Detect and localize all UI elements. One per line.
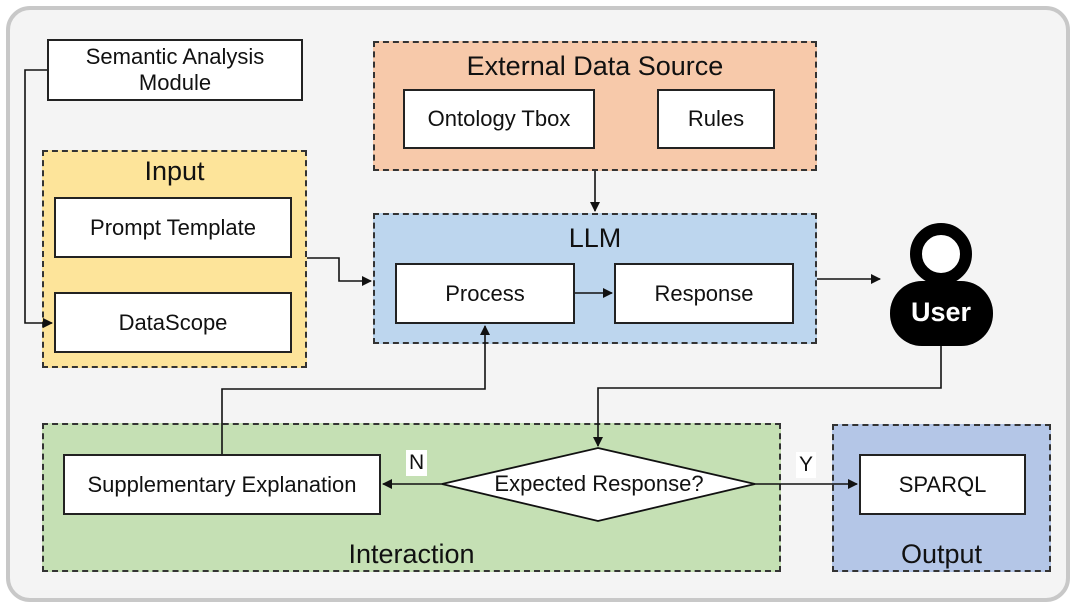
ontology-tbox-label: Ontology Tbox: [427, 106, 571, 131]
decision-diamond: [441, 447, 756, 522]
response-label: Response: [654, 280, 754, 306]
process-label: Process: [445, 280, 525, 306]
datascope-label: DataScope: [118, 309, 228, 335]
prompt-template-label: Prompt Template: [90, 214, 256, 240]
user-icon: [890, 223, 993, 346]
process-box: Process: [395, 263, 575, 324]
llm-title: LLM: [568, 223, 622, 253]
semantic-module-label-line2: Module: [138, 70, 212, 95]
prompt-template-box: Prompt Template: [54, 197, 292, 258]
user-to-decision-arrow: [593, 345, 942, 447]
rules-box: Rules: [657, 89, 775, 149]
external-data-source-title: External Data Source: [466, 51, 724, 81]
input-to-llm-arrow: [307, 257, 372, 286]
interaction-title: Interaction: [348, 539, 475, 569]
rules-label: Rules: [687, 106, 745, 131]
module-to-datascope-arrow: [24, 69, 53, 328]
sparql-label: SPARQL: [898, 471, 987, 497]
ontology-tbox-box: Ontology Tbox: [403, 89, 595, 149]
response-box: Response: [614, 263, 794, 324]
semantic-analysis-module-box: Semantic Analysis Module: [47, 39, 303, 101]
input-title: Input: [144, 156, 205, 186]
external-data-source-group: External Data Source: [373, 41, 817, 171]
supplementary-explanation-box: Supplementary Explanation: [63, 454, 381, 515]
feedback-to-process-arrow: [221, 325, 490, 454]
decision-label: Expected Response?: [494, 471, 704, 496]
supplementary-explanation-label: Supplementary Explanation: [87, 471, 357, 497]
yes-branch-label: Y: [796, 452, 817, 478]
datascope-box: DataScope: [54, 292, 292, 353]
output-title: Output: [900, 539, 983, 569]
sparql-box: SPARQL: [859, 454, 1026, 515]
no-branch-label: N: [406, 450, 428, 476]
semantic-module-label-line1: Semantic Analysis: [85, 44, 265, 69]
user-label: User: [910, 297, 972, 327]
